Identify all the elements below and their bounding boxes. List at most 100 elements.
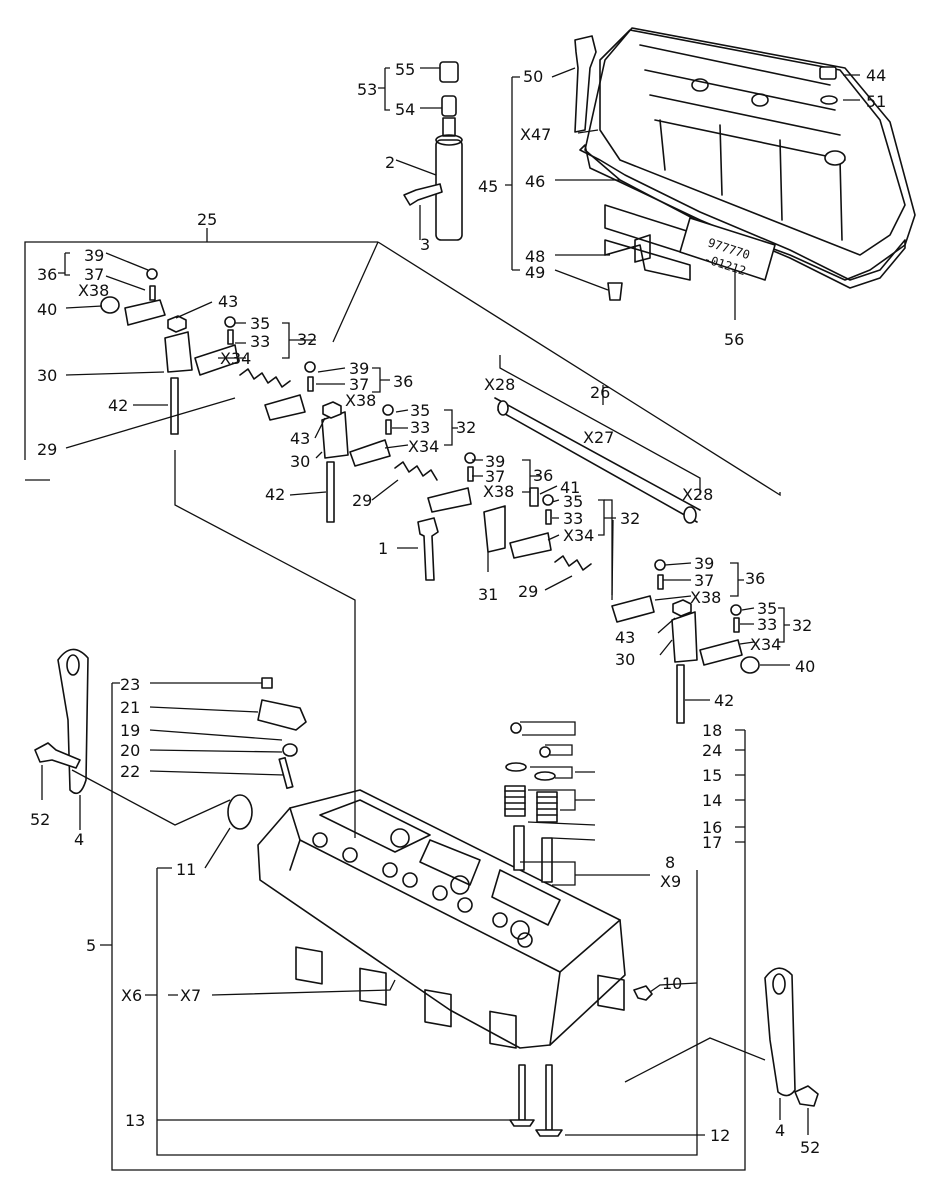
label-29: 29 — [37, 440, 57, 459]
label-37: 37 — [485, 467, 505, 486]
label-11: 11 — [176, 860, 196, 879]
expansion-plug — [227, 794, 253, 830]
label-39: 39 — [694, 554, 714, 573]
lifting-hook — [764, 967, 796, 1097]
label-35: 35 — [250, 314, 270, 333]
screw — [633, 985, 653, 1001]
label-x38: X38 — [345, 391, 376, 410]
rocker-cover-gasket — [579, 144, 906, 289]
label-33: 33 — [563, 509, 583, 528]
label-44: 44 — [866, 66, 886, 85]
label-56: 56 — [724, 330, 744, 349]
label-41: 41 — [560, 478, 580, 497]
label-36: 36 — [745, 569, 765, 588]
label-49: 49 — [525, 263, 545, 282]
label-x28: X28 — [682, 485, 713, 504]
label-24: 24 — [702, 741, 722, 760]
label-36: 36 — [533, 466, 553, 485]
label-26: 26 — [590, 383, 610, 402]
label-52: 52 — [800, 1138, 820, 1157]
label-1: 1 — [378, 539, 388, 558]
valve-spring — [504, 785, 558, 823]
label-42: 42 — [714, 691, 734, 710]
label-40: 40 — [37, 300, 57, 319]
label-x6: X6 — [121, 986, 142, 1005]
label-35: 35 — [410, 401, 430, 420]
label-x28: X28 — [484, 375, 515, 394]
label-30: 30 — [290, 452, 310, 471]
decal-label: 977770 -01212 — [679, 217, 776, 281]
rocker-arm — [124, 299, 743, 666]
label-25: 25 — [197, 210, 217, 229]
label-x34: X34 — [563, 526, 594, 545]
label-17: 17 — [702, 833, 722, 852]
spring-retainer — [534, 771, 556, 781]
label-29: 29 — [518, 582, 538, 601]
washer — [282, 743, 298, 757]
rocker-support — [164, 331, 698, 663]
label-51: 51 — [866, 92, 886, 111]
valve-guide — [513, 825, 525, 871]
label-37: 37 — [349, 375, 369, 394]
label-23: 23 — [120, 675, 140, 694]
label-43: 43 — [290, 429, 310, 448]
label-32: 32 — [297, 330, 317, 349]
hook-bolt — [34, 742, 81, 769]
head-bolt — [417, 517, 439, 581]
label-x27: X27 — [583, 428, 614, 447]
filler-pipe — [435, 61, 463, 241]
label-42: 42 — [108, 396, 128, 415]
breather-elbow — [574, 35, 597, 133]
label-22: 22 — [120, 762, 140, 781]
label-15: 15 — [702, 766, 722, 785]
label-37: 37 — [694, 571, 714, 590]
label-12: 12 — [710, 1126, 730, 1145]
label-x47: X47 — [520, 125, 551, 144]
label-50: 50 — [523, 67, 543, 86]
valve — [509, 1064, 563, 1137]
label-5: 5 — [86, 936, 96, 955]
label-33: 33 — [757, 615, 777, 634]
label-36: 36 — [393, 372, 413, 391]
label-43: 43 — [615, 628, 635, 647]
label-37: 37 — [84, 265, 104, 284]
label-14: 14 — [702, 791, 722, 810]
label-13: 13 — [125, 1111, 145, 1130]
stud — [170, 377, 685, 724]
label-53: 53 — [357, 80, 377, 99]
label-33: 33 — [410, 418, 430, 437]
hook-bolt — [794, 1085, 819, 1107]
label-31: 31 — [478, 585, 498, 604]
label-35: 35 — [563, 492, 583, 511]
label-19: 19 — [120, 721, 140, 740]
label-32: 32 — [620, 509, 640, 528]
label-30: 30 — [615, 650, 635, 669]
label-39: 39 — [84, 246, 104, 265]
label-30: 30 — [37, 366, 57, 385]
label-x38: X38 — [690, 588, 721, 607]
retainer-clip — [100, 296, 120, 314]
label-36: 36 — [37, 265, 57, 284]
cap-nut — [819, 66, 838, 105]
label-54: 54 — [395, 100, 415, 119]
label-46: 46 — [525, 172, 545, 191]
label-2: 2 — [385, 153, 395, 172]
label-4: 4 — [74, 830, 84, 849]
label-x38: X38 — [78, 281, 109, 300]
cylinder-head — [257, 789, 626, 1049]
label-33: 33 — [250, 332, 270, 351]
stud-bolt — [278, 756, 294, 790]
label-20: 20 — [120, 741, 140, 760]
label-55: 55 — [395, 60, 415, 79]
label-x34: X34 — [220, 349, 251, 368]
lifting-hook — [57, 648, 89, 795]
label-32: 32 — [792, 616, 812, 635]
label-32: 32 — [456, 418, 476, 437]
label-x7: X7 — [180, 986, 201, 1005]
label-18: 18 — [702, 721, 722, 740]
label-52: 52 — [30, 810, 50, 829]
label-4: 4 — [775, 1121, 785, 1140]
label-16: 16 — [702, 818, 722, 837]
bolt — [403, 183, 443, 206]
